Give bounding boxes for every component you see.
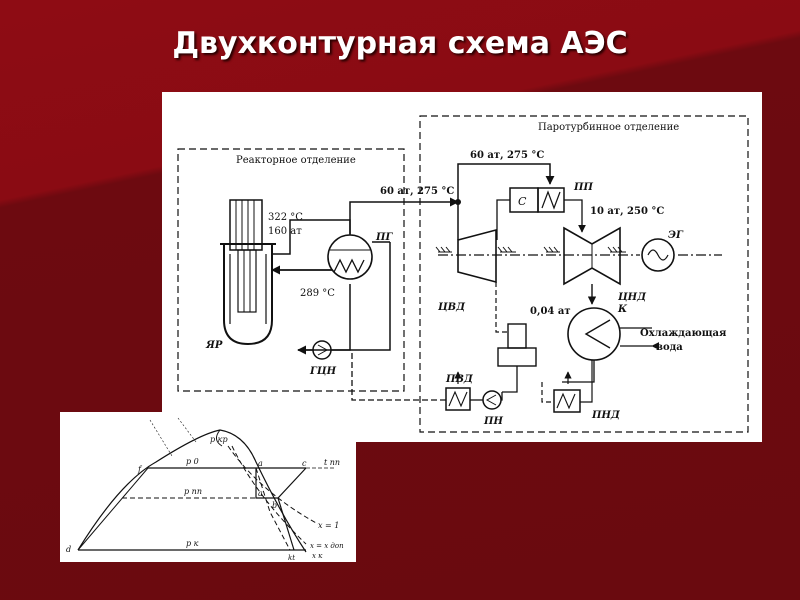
after-superheater-parameters: 10 ат, 250 °C [590, 206, 664, 217]
label-b: b [272, 501, 277, 510]
electric-generator [641, 238, 675, 272]
reactor-section-boundary [177, 148, 405, 392]
npp-scheme-diagram: Реакторное отделение Паротурбинное отдел… [177, 115, 749, 433]
reactor-label: ЯР [205, 340, 223, 351]
label-x1: x = 1 [318, 521, 339, 530]
condenser-label: К [617, 304, 628, 315]
lp-heater-label: ПНД [591, 410, 621, 421]
main-steam-parameters: 60 ат, 275 °C [380, 186, 454, 197]
label-d: d [66, 545, 71, 554]
label-x-k: x к [312, 552, 323, 560]
hp-heater [445, 387, 471, 411]
label-p-kr: p кр [210, 435, 228, 444]
hp-heater-label: ПВД [445, 374, 474, 385]
turbine-section-boundary [419, 115, 749, 433]
reactor [220, 199, 276, 346]
separator-label: С [518, 195, 527, 208]
hp-turbine-label: ЦВД [437, 302, 466, 313]
reactor-pressure: 160 ат [268, 226, 302, 237]
label-x-dop: x = x доп [310, 542, 344, 550]
main-pump-label: ГЦН [309, 366, 337, 377]
ts-diagram-panel: p кр p 0 p пп p к t пп f a c a b x = 1 d… [60, 412, 356, 562]
lp-turbine-label: ЦНД [617, 292, 647, 303]
condenser [567, 307, 621, 361]
deaerator [497, 323, 537, 367]
label-p-k: p к [186, 539, 199, 548]
feed-pump-label: ПН [483, 416, 503, 427]
generator-label: ЭГ [668, 230, 684, 241]
steam-generator [327, 234, 373, 280]
superheater-steam-parameters: 60 ат, 275 °C [470, 150, 544, 161]
condenser-pressure: 0,04 ат [530, 306, 571, 317]
cooling-water-label-2: вода [656, 342, 683, 353]
label-c: c [302, 459, 307, 468]
reactor-temperature: 322 °C [268, 212, 303, 223]
steam-generator-label: ПГ [375, 232, 393, 243]
turbine-section-label: Паротурбинное отделение [538, 122, 679, 133]
label-kt: kt [288, 554, 295, 562]
superheater-label: ПП [573, 182, 593, 193]
ts-diagram: p кр p 0 p пп p к t пп f a c a b x = 1 d… [66, 417, 344, 562]
label-f: f [137, 465, 143, 474]
label-a-top: a [258, 459, 263, 468]
hp-turbine [457, 228, 497, 284]
label-p0: p 0 [186, 457, 199, 466]
label-p-pp: p пп [184, 487, 202, 496]
feed-pump [482, 390, 502, 410]
lp-heater [553, 389, 581, 413]
label-t-pp: t пп [324, 458, 340, 467]
reactor-section-label: Реакторное отделение [236, 155, 356, 166]
slide-title: Двухконтурная схема АЭС [172, 26, 628, 61]
cooling-water-label-1: Охлаждающая [640, 328, 727, 339]
label-a-mid: a [258, 489, 263, 498]
return-temperature: 289 °C [300, 288, 335, 299]
npp-scheme-panel: Реакторное отделение Паротурбинное отдел… [162, 92, 762, 442]
